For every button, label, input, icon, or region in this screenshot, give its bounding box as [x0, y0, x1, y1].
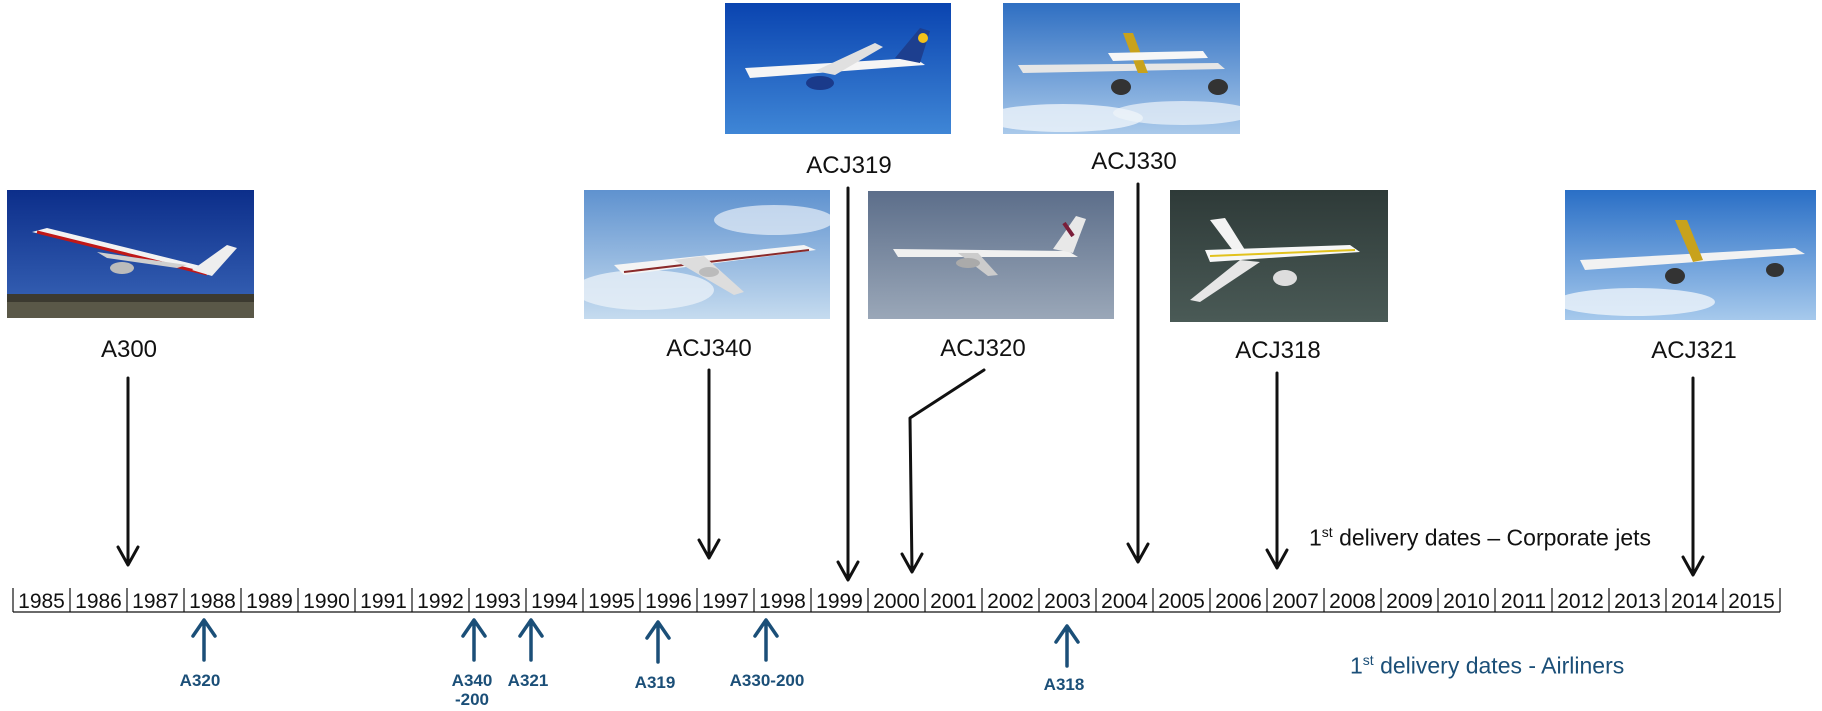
year-label: 1996: [645, 590, 692, 613]
year-label: 2006: [1215, 590, 1262, 613]
year-label: 2014: [1671, 590, 1718, 613]
airliner-arrow-a320: [191, 618, 217, 662]
acj318-photo: [1170, 190, 1388, 322]
arrow-acj340: [697, 368, 721, 560]
airliner-arrow-a319: [645, 620, 671, 664]
acj321-photo: [1565, 190, 1816, 320]
airliner-label-a330-200: A330-200: [729, 671, 805, 690]
year-label: 1998: [759, 590, 806, 613]
caption-airliners-prefix: 1: [1350, 652, 1363, 679]
year-label: 2004: [1101, 590, 1148, 613]
year-label: 2005: [1158, 590, 1205, 613]
arrow-acj330: [1126, 182, 1150, 564]
label-acj340: ACJ340: [666, 335, 752, 362]
year-label: 2009: [1386, 590, 1433, 613]
year-label: 1991: [360, 590, 407, 613]
year-label: 1992: [417, 590, 464, 613]
year-label: 1987: [132, 590, 179, 613]
arrow-a300: [116, 376, 140, 567]
airliner-arrow-a321: [518, 618, 544, 662]
acj330-photo: [1003, 3, 1240, 134]
year-label: 2003: [1044, 590, 1091, 613]
year-label: 1985: [18, 590, 65, 613]
year-label: 2000: [873, 590, 920, 613]
acj319-photo: [725, 3, 951, 134]
year-label: 1993: [474, 590, 521, 613]
arrow-acj319: [836, 186, 860, 582]
year-label: 1994: [531, 590, 578, 613]
airliner-arrow-a330-200: [753, 618, 779, 662]
year-label: 1995: [588, 590, 635, 613]
label-acj321: ACJ321: [1651, 337, 1737, 364]
caption-corporate-jets: 1st delivery dates – Corporate jets: [1309, 524, 1651, 552]
year-timeline: 1985 1986 1987 1988 1989 1990 1991 1992 1993 1994…: [12, 588, 1781, 613]
airliner-label-a320: A320: [179, 671, 221, 690]
airliner-label-a318: A318: [1043, 675, 1085, 694]
year-label: 2002: [987, 590, 1034, 613]
label-acj319: ACJ319: [806, 152, 892, 179]
year-label: 2015: [1728, 590, 1775, 613]
year-label: 1989: [246, 590, 293, 613]
year-label: 1997: [702, 590, 749, 613]
year-label: 2001: [930, 590, 977, 613]
airliner-arrow-a318: [1054, 624, 1080, 668]
arrow-acj321: [1681, 376, 1705, 577]
caption-airliners-text: delivery dates - Airliners: [1373, 652, 1625, 679]
year-label: 1990: [303, 590, 350, 613]
year-label: 2012: [1557, 590, 1604, 613]
airliner-label-a340-200: A340 -200: [451, 671, 493, 709]
year-label: 2010: [1443, 590, 1490, 613]
year-label: 2008: [1329, 590, 1376, 613]
label-acj320: ACJ320: [940, 335, 1026, 362]
caption-corporate-text: delivery dates – Corporate jets: [1332, 524, 1652, 551]
caption-airliners: 1st delivery dates - Airliners: [1350, 652, 1624, 680]
label-acj318: ACJ318: [1235, 337, 1321, 364]
year-label: 2007: [1272, 590, 1319, 613]
year-label: 2013: [1614, 590, 1661, 613]
acj320-photo: [868, 191, 1114, 319]
airliner-label-a319: A319: [634, 673, 676, 692]
airliner-label-a321: A321: [507, 671, 549, 690]
year-label: 1999: [816, 590, 863, 613]
arrow-acj320: [900, 368, 986, 574]
caption-airliners-sup: st: [1362, 652, 1374, 668]
a300-photo: [7, 190, 254, 318]
year-label: 2011: [1501, 590, 1546, 613]
caption-corporate-prefix: 1: [1309, 524, 1322, 551]
caption-corporate-sup: st: [1321, 524, 1333, 540]
airliner-arrow-a340-200: [461, 618, 487, 662]
acj340-photo: [584, 190, 830, 319]
year-label: 1988: [189, 590, 236, 613]
label-acj330: ACJ330: [1091, 148, 1177, 175]
year-label: 1986: [75, 590, 122, 613]
arrow-acj318: [1265, 371, 1289, 570]
label-a300: A300: [100, 336, 158, 363]
